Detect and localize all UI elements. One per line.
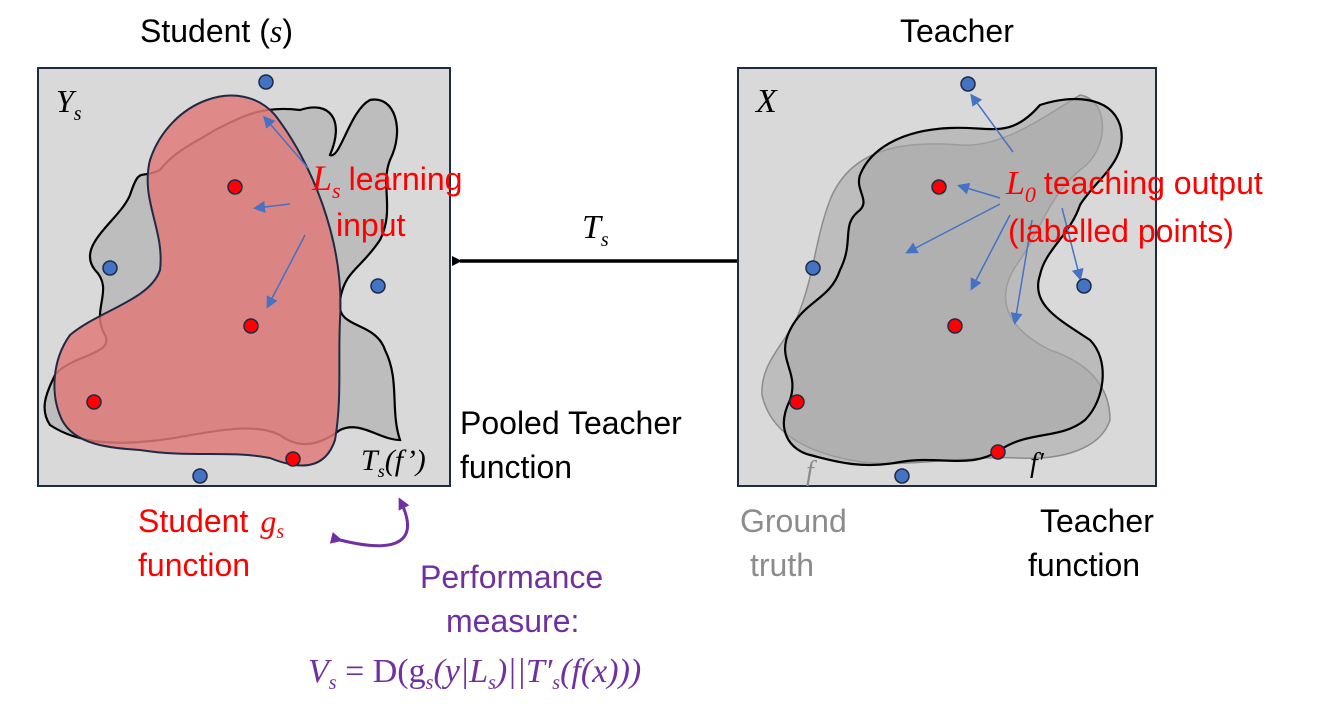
blue-point (192, 468, 208, 484)
teacher-function-label-line2: function (1028, 547, 1140, 583)
teaching-arrow (957, 182, 1001, 199)
student-title: Student (s) (140, 13, 293, 49)
red-point (947, 318, 963, 334)
blue-point (894, 468, 910, 484)
learning-arrow (263, 115, 309, 169)
student-function-region (53, 94, 342, 467)
teaching-arrow (970, 93, 1014, 153)
red-point (227, 179, 243, 195)
teacher-title: Teacher (900, 13, 1014, 49)
red-point (990, 444, 1006, 460)
teacher-space-label: X (754, 83, 778, 120)
ground-truth-label-line1: Ground (740, 503, 847, 539)
teaching-output-label-line2: (labelled points) (1008, 213, 1234, 249)
performance-arrow (329, 497, 410, 548)
teaching-arrow (970, 214, 1011, 291)
student-function-label-line2: function (138, 547, 250, 583)
transfer-arrow-label: Ts (582, 209, 609, 251)
red-point (789, 394, 805, 410)
teacher-function-region (782, 97, 1123, 467)
pooled-teacher-symbol: Ts(f’) (361, 444, 426, 481)
teaching-arrow (1010, 219, 1033, 325)
red-point (86, 394, 102, 410)
red-point (243, 318, 259, 334)
pooled-teacher-label-line1: Pooled Teacher (460, 405, 682, 441)
teacher-panel: X f f′ (737, 67, 1157, 487)
ground-truth-label-line2: truth (750, 547, 814, 583)
teaching-arrow (1061, 207, 1084, 281)
blue-point (102, 260, 118, 276)
teacher-function-symbol: f′ (1030, 448, 1045, 479)
learning-arrow (266, 234, 306, 309)
blue-point (1076, 278, 1092, 294)
student-space-label: Ys (56, 83, 82, 125)
blue-point (370, 278, 386, 294)
teacher-function-label-line1: Teacher (1040, 503, 1154, 539)
performance-formula: Vs = D(gs(y|Ls)||T′s(f(x))) (308, 653, 641, 694)
blue-point (805, 260, 821, 276)
performance-label-line2: measure: (446, 603, 579, 639)
red-point (931, 179, 947, 195)
ground-truth-symbol: f (806, 456, 817, 487)
teaching-arrow (905, 203, 1001, 254)
blue-point (960, 76, 976, 92)
red-point (285, 451, 301, 467)
learning-arrow (253, 200, 291, 213)
blue-point (258, 74, 274, 90)
learning-input-label-line2: input (336, 207, 406, 243)
performance-label-line1: Performance (420, 559, 603, 595)
pooled-teacher-label-line2: function (460, 449, 572, 485)
